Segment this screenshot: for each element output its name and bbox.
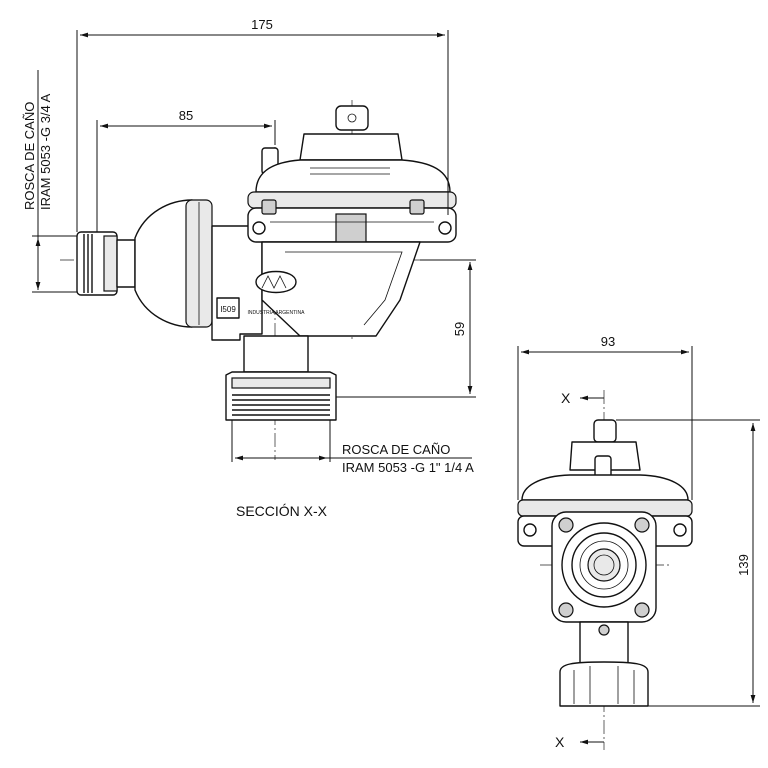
dimension-inlet-offset: 85 — [96, 108, 276, 232]
inlet-thread-label-line1: ROSCA DE CAÑO — [22, 102, 37, 210]
logo-caption: INDUSTRIA ARGENTINA — [248, 310, 306, 316]
bolt-top-left — [558, 517, 574, 533]
dimension-side-height: 139 — [616, 419, 760, 707]
dimension-outlet-thread — [231, 420, 472, 462]
inlet-body — [134, 199, 193, 328]
inlet-nut — [76, 231, 136, 296]
outlet-thread-label-line2: IRAM 5053 -G 1" 1/4 A — [342, 460, 474, 475]
side-outlet-nut — [559, 661, 649, 707]
outlet-thread-label-line1: ROSCA DE CAÑO — [342, 442, 450, 457]
dimension-inlet-offset-value: 85 — [179, 108, 193, 123]
bolt-bottom-right — [634, 602, 650, 618]
front-view: I509 INDUSTRIA ARGENTINA — [22, 17, 476, 519]
dimension-outlet-height-value: 59 — [452, 322, 467, 336]
regulator-bonnet — [247, 105, 457, 243]
outlet-nut — [225, 371, 337, 421]
outlet-neck — [243, 335, 309, 373]
bolt-top-right — [634, 517, 650, 533]
body-stamp-code: I509 — [220, 305, 236, 314]
section-mark-top: X — [561, 390, 571, 406]
dimension-overall-width-value: 175 — [251, 17, 273, 32]
valve-body — [211, 225, 263, 341]
dimension-inlet-thread — [32, 70, 77, 293]
side-port-inner — [587, 548, 621, 582]
side-bonnet — [521, 474, 689, 501]
manufacturer-logo — [255, 270, 297, 294]
regulator-lower-body — [261, 241, 421, 337]
side-view: X X 93 139 — [517, 334, 760, 750]
dimension-side-height-value: 139 — [736, 554, 751, 576]
inlet-thread-label-line2: IRAM 5053 -G 3/4 A — [38, 93, 53, 210]
body-stamp — [216, 297, 240, 319]
dimension-side-width: 93 — [517, 334, 693, 500]
section-mark-bottom: X — [555, 734, 565, 750]
dimension-side-width-value: 93 — [601, 334, 615, 349]
dimension-outlet-height: 59 — [336, 259, 476, 398]
section-title: SECCIÓN X-X — [236, 503, 328, 519]
dimension-overall-width: 175 — [76, 17, 449, 232]
bolt-bottom-left — [558, 602, 574, 618]
side-top-nipple — [593, 419, 617, 443]
